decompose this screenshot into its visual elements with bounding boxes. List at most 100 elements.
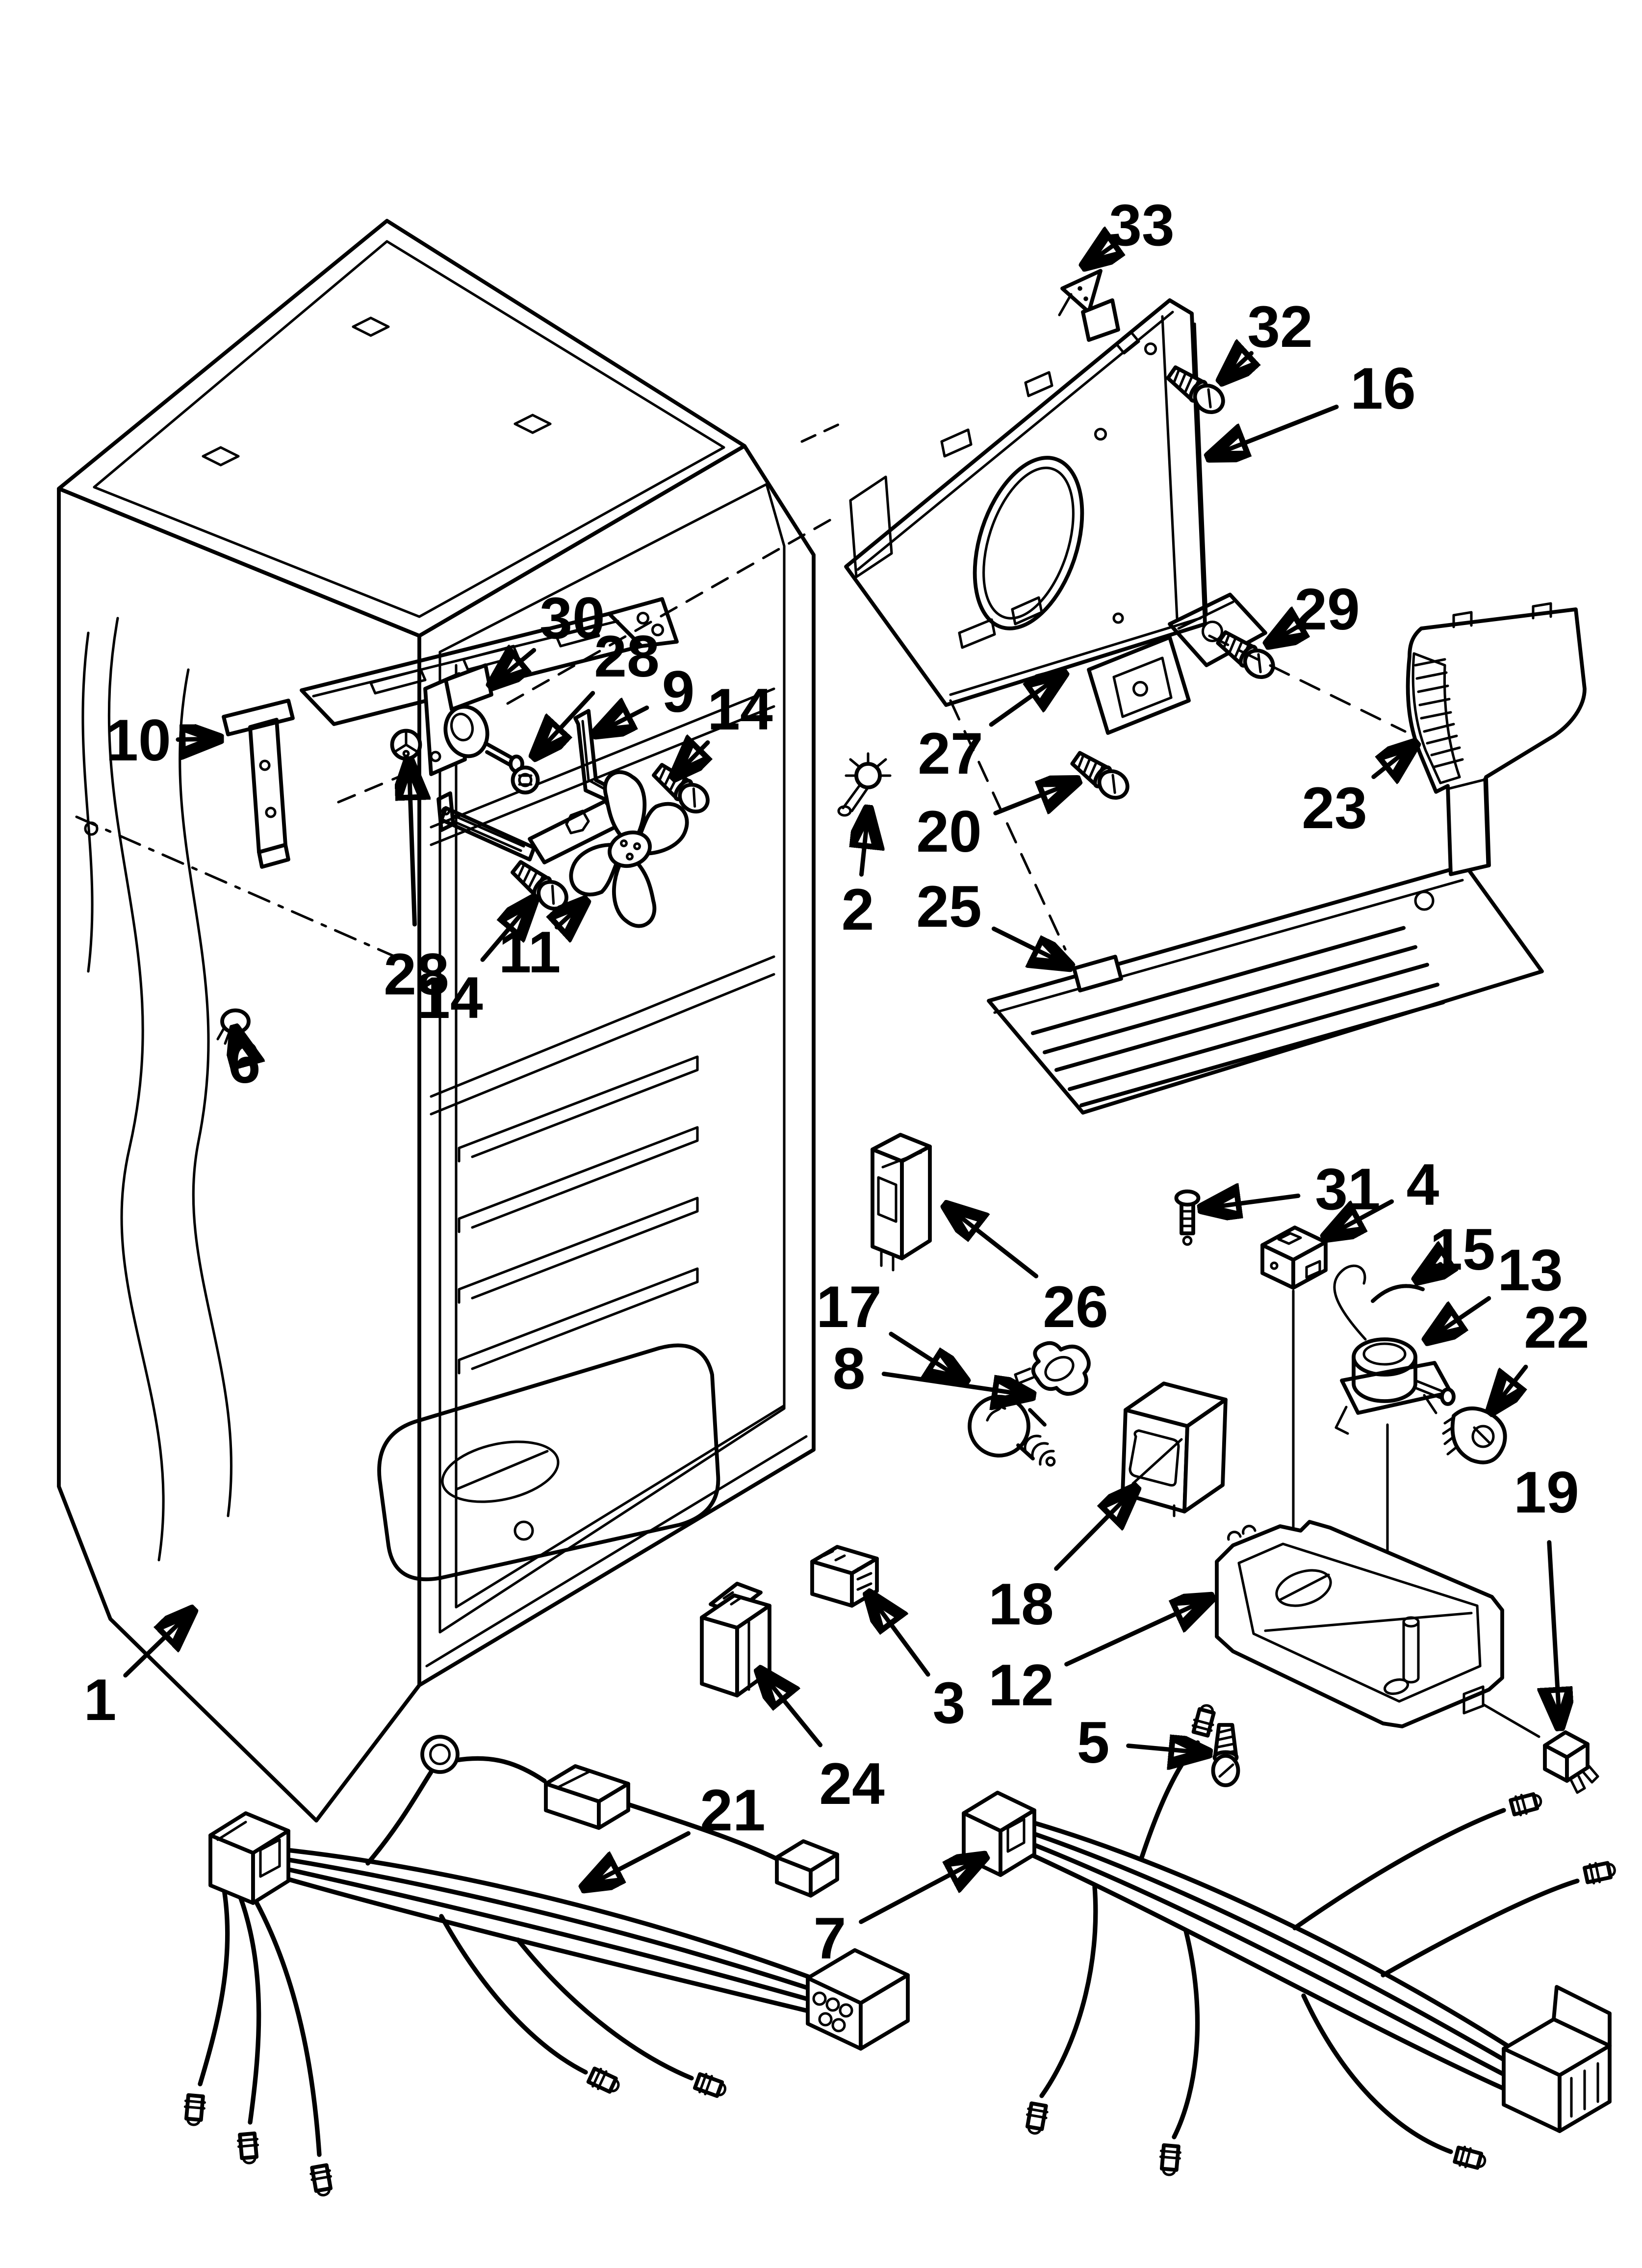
alignment-guides (800, 421, 1407, 951)
fan-grommet-shaft (511, 765, 540, 795)
callout-30: 30 (493, 585, 605, 684)
callout-14: 14 (675, 677, 773, 776)
callout-14: 14 (417, 901, 533, 1031)
callout-21: 21 (586, 1777, 766, 1887)
harness-21-connector-a (544, 1764, 630, 1830)
clip-15 (1371, 1284, 1425, 1303)
svg-text:33: 33 (1109, 192, 1174, 258)
device-26 (871, 1133, 932, 1272)
callout-10: 10 (105, 707, 218, 773)
callout-6: 6 (228, 1030, 261, 1095)
callout-29: 29 (1270, 576, 1360, 643)
control-box-12 (1215, 1520, 1504, 1728)
harness-21-connector-b (775, 1839, 839, 1898)
svg-text:18: 18 (988, 1571, 1053, 1637)
duct-ribs (1031, 926, 1445, 1107)
grommet-flag-33 (1058, 269, 1120, 342)
callout-3: 3 (870, 1595, 965, 1736)
thermostat-13 (1333, 1264, 1456, 1632)
svg-text:19: 19 (1514, 1460, 1579, 1525)
svg-text:8: 8 (833, 1336, 866, 1402)
callout-layer: 1234567891011121314141516171819202122232… (84, 192, 1590, 1971)
callout-32: 32 (1223, 294, 1313, 380)
callout-18: 18 (988, 1489, 1134, 1637)
screw-5 (1213, 1725, 1238, 1785)
bracket-10 (222, 699, 295, 869)
fan-assembly (337, 514, 840, 928)
clip-3 (810, 1545, 879, 1608)
svg-text:24: 24 (819, 1751, 885, 1817)
defrost-timer-4 (1260, 1225, 1328, 1564)
svg-text:28: 28 (384, 941, 449, 1007)
svg-text:13: 13 (1497, 1237, 1563, 1303)
svg-text:30: 30 (539, 585, 605, 651)
svg-text:9: 9 (662, 659, 695, 725)
harness-7-connector-right (1502, 1985, 1612, 2133)
fan-motor (423, 663, 524, 776)
plate-27 (1087, 635, 1191, 735)
lamp-socket-8 (1014, 1341, 1091, 1396)
svg-text:6: 6 (228, 1030, 261, 1095)
svg-text:14: 14 (707, 677, 773, 742)
svg-text:16: 16 (1350, 356, 1415, 421)
back-panel-16 (844, 298, 1267, 707)
wire-harness-7 (962, 1703, 1616, 2176)
light-bulb-17 (968, 1395, 1056, 1467)
callout-4: 4 (1327, 1152, 1439, 1236)
callout-15: 15 (1418, 1217, 1495, 1282)
svg-text:20: 20 (916, 799, 981, 864)
callout-19: 19 (1514, 1460, 1579, 1725)
svg-text:5: 5 (1077, 1710, 1110, 1775)
harness-21-connector-right (806, 1948, 910, 2051)
callout-11: 11 (499, 902, 584, 985)
callout-13: 13 (1429, 1237, 1563, 1339)
callout-26: 26 (948, 1207, 1108, 1340)
svg-text:26: 26 (1043, 1274, 1108, 1340)
callout-25: 25 (916, 874, 1068, 965)
svg-text:31: 31 (1315, 1156, 1380, 1222)
callout-8: 8 (833, 1336, 1030, 1402)
svg-text:12: 12 (988, 1652, 1053, 1718)
air-duct-25 (987, 863, 1544, 1115)
callout-16: 16 (1211, 356, 1416, 456)
screw-20 (1069, 748, 1132, 803)
switch-24 (700, 1582, 771, 1697)
callout-27: 27 (918, 674, 1062, 786)
callout-1: 1 (84, 1612, 191, 1733)
push-pin-31 (1174, 1189, 1201, 1246)
svg-text:4: 4 (1407, 1152, 1439, 1218)
callout-20: 20 (916, 782, 1076, 864)
wire-harness-21 (183, 1735, 910, 2197)
svg-text:2: 2 (842, 877, 874, 942)
screw-14-lower (509, 858, 572, 914)
callout-28: 28 (536, 624, 660, 755)
liner-cabinet (57, 219, 816, 1823)
control-cover-23 (1406, 602, 1587, 876)
callout-33: 33 (1086, 192, 1175, 265)
light-housing-18 (1121, 1382, 1228, 1517)
callout-17: 17 (816, 1274, 964, 1381)
svg-text:14: 14 (417, 965, 483, 1031)
switch-19 (1482, 1703, 1599, 1794)
callout-28: 28 (384, 762, 449, 1007)
callout-7: 7 (814, 1857, 983, 1971)
svg-text:10: 10 (105, 707, 171, 773)
callout-24: 24 (761, 1672, 885, 1817)
svg-text:3: 3 (933, 1670, 966, 1736)
callout-23: 23 (1302, 745, 1414, 841)
callout-5: 5 (1077, 1710, 1206, 1775)
callout-12: 12 (988, 1598, 1209, 1718)
svg-text:15: 15 (1430, 1217, 1495, 1282)
fan-blade-11 (569, 770, 689, 928)
svg-text:23: 23 (1302, 775, 1367, 841)
svg-text:21: 21 (700, 1777, 765, 1843)
svg-text:25: 25 (916, 874, 981, 939)
callout-9: 9 (597, 659, 694, 733)
callout-31: 31 (1204, 1156, 1381, 1222)
harness-21-connector-left (208, 1811, 290, 1905)
svg-text:27: 27 (918, 721, 983, 786)
harness-grommet (420, 1735, 460, 1774)
callout-2: 2 (842, 811, 874, 942)
